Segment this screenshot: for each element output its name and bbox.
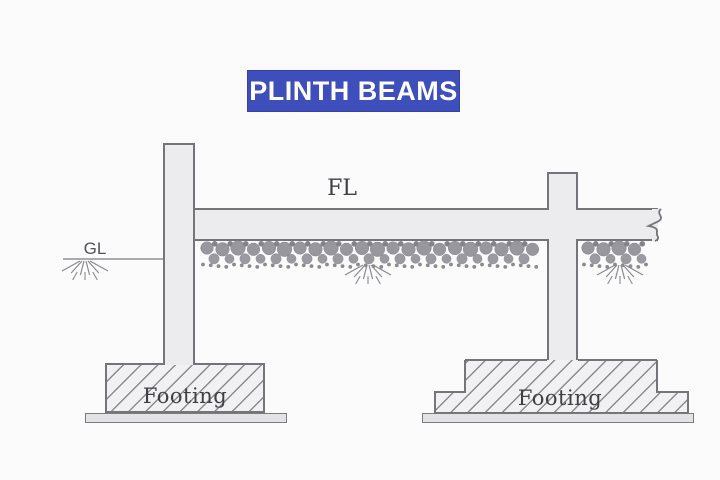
gravel-hatch: [200, 240, 648, 269]
right-footing-label: Footing: [517, 386, 603, 410]
left-column: [163, 143, 195, 365]
left-base-slab: [85, 413, 287, 423]
title-banner: PLINTH BEAMS: [247, 70, 460, 112]
right-column: [547, 172, 578, 360]
plinth-beam: [193, 208, 658, 241]
left-footing-label: Footing: [142, 384, 228, 408]
floor-level-label: FL: [327, 176, 357, 201]
ground-level-label: GL: [83, 239, 107, 258]
left-footing: [105, 363, 265, 413]
beam-column-junction: [549, 206, 576, 243]
right-base-slab: [422, 413, 694, 423]
